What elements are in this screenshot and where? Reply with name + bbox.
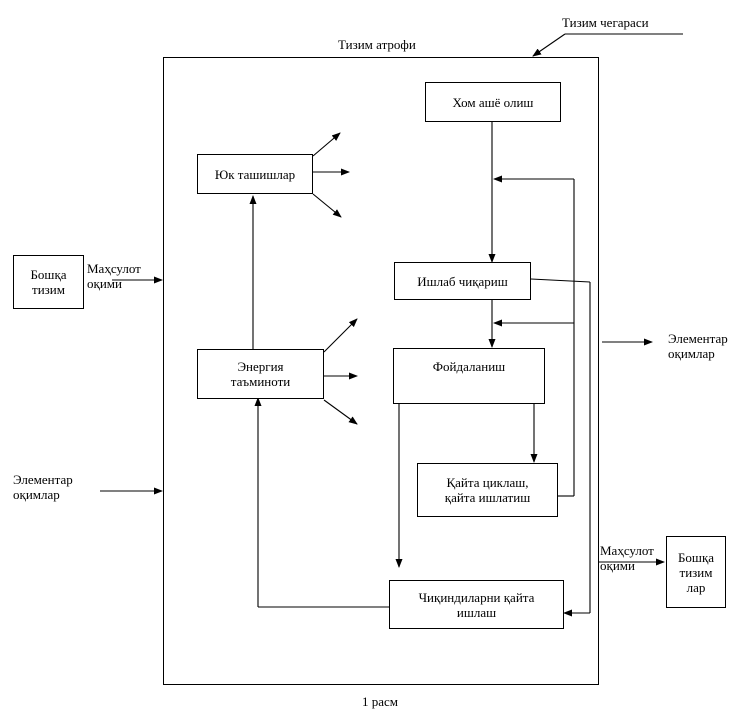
energy-box: Энергия таъминоти <box>197 349 324 399</box>
production-label: Ишлаб чиқариш <box>417 273 508 289</box>
product-flow-in-line: Маҳсулот <box>87 261 141 276</box>
waste-label-line: ишлаш <box>456 604 497 620</box>
raw-material-box: Хом ашё олиш <box>425 82 561 122</box>
system-boundary-label: Тизим чегараси <box>562 15 649 30</box>
other-systems-right-line: тизим <box>679 564 713 580</box>
other-system-left-line: тизим <box>32 282 65 297</box>
figure-caption: 1 расм <box>362 694 399 709</box>
product-flow-out-line: Маҳсулот <box>600 543 654 558</box>
use-box: Фойдаланиш <box>393 348 545 404</box>
elementary-flows-out-line: Элементар <box>668 331 728 346</box>
product-flow-out-line: оқими <box>600 558 635 573</box>
system-boundary <box>163 57 599 685</box>
elementary-flows-out-line: оқимлар <box>668 346 715 361</box>
transport-emission-arrow <box>312 193 342 218</box>
raw-material-label: Хом ашё олиш <box>452 94 534 110</box>
transport-box: Юк ташишлар <box>197 154 313 194</box>
product-flow-out-label: Маҳсулот оқими <box>600 543 654 573</box>
other-systems-right-line: Бошқа <box>677 549 715 565</box>
product-flow-in-line: оқими <box>87 276 122 291</box>
other-systems-right-box: Бошқа тизим лар <box>666 536 726 608</box>
transport-label: Юк ташишлар <box>214 166 296 182</box>
elementary-flows-in-line: оқимлар <box>13 487 60 502</box>
elementary-flows-in-line: Элементар <box>13 472 73 487</box>
environment-label: Тизим атрофи <box>338 37 416 52</box>
transport-emission-arrow <box>312 132 341 157</box>
recycling-box: Қайта циклаш, қайта ишлатиш <box>417 463 558 517</box>
use-label: Фойдаланиш <box>432 359 506 374</box>
waste-box: Чиқиндиларни қайта ишлаш <box>389 580 564 629</box>
other-systems-right-line: лар <box>686 579 706 595</box>
other-system-left-box: Бошқа тизим <box>13 255 84 309</box>
waste-label-line: Чиқиндиларни қайта <box>418 589 535 605</box>
elementary-flows-out-label: Элементар оқимлар <box>668 331 728 361</box>
energy-label-line: Энергия <box>237 359 284 374</box>
recycling-label-line: Қайта циклаш, <box>446 475 529 490</box>
product-flow-in-label: Маҳсулот оқими <box>87 261 141 291</box>
boundary-pointer-arrow <box>532 33 566 57</box>
elementary-flows-in-label: Элементар оқимлар <box>13 472 73 502</box>
other-system-left-line: Бошқа <box>30 267 67 282</box>
energy-emission-arrow <box>323 318 358 353</box>
recycling-label-line: қайта ишлатиш <box>444 490 531 505</box>
energy-emission-arrow <box>323 399 358 425</box>
production-box: Ишлаб чиқариш <box>394 262 531 300</box>
production-waste-line <box>530 278 591 283</box>
energy-label-line: таъминоти <box>230 374 291 389</box>
